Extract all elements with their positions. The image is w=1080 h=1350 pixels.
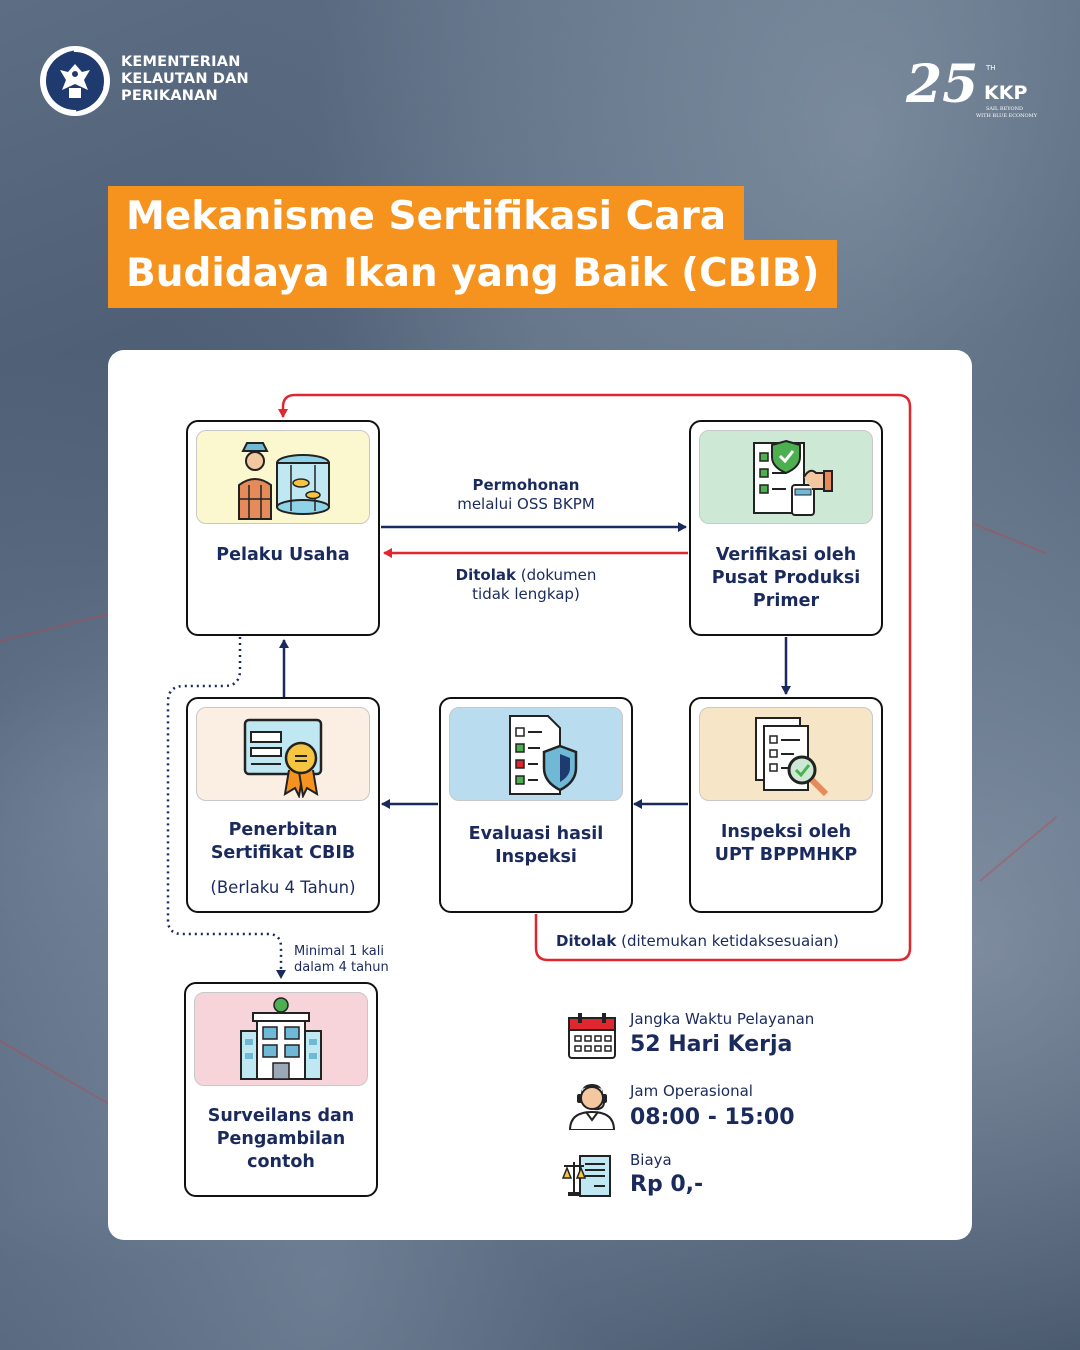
node-label-line: UPT BPPMHKP: [714, 845, 858, 865]
node-label-line: Primer: [752, 591, 820, 611]
edge-label-text: melalui OSS BKPM: [457, 495, 595, 513]
node-sublabel: (Berlaku 4 Tahun): [210, 878, 356, 897]
ministry-line: PERIKANAN: [121, 88, 218, 104]
node-label-line: Pengambilan: [216, 1129, 346, 1149]
page-title-line-2: Budidaya Ikan yang Baik (CBIB): [108, 240, 838, 308]
anniversary-number: 25: [905, 54, 978, 115]
illustration-panel: [196, 707, 370, 801]
page-title-line-1: Mekanisme Sertifikasi Cara: [108, 186, 745, 242]
node-label: Evaluasi hasil Inspeksi: [445, 823, 627, 869]
node-label: Inspeksi oleh UPT BPPMHKP: [695, 821, 877, 867]
illustration-panel: [699, 430, 873, 524]
node-pelaku-usaha: Pelaku Usaha: [186, 420, 380, 636]
node-label-line: Pusat Produksi: [711, 568, 861, 588]
edge-label-surveilans-note: Minimal 1 kali dalam 4 tahun: [294, 944, 389, 976]
anniversary-suffix: TH: [985, 64, 996, 72]
background-streak: [979, 815, 1058, 882]
illustration-panel: [449, 707, 623, 801]
info-value: 52 Hari Kerja: [630, 1032, 793, 1057]
edge-note-line: Minimal 1 kali: [294, 944, 384, 959]
ministry-line: KELAUTAN DAN: [121, 71, 249, 87]
edge-label-ditolak-ketidaksesuaian: Ditolak (ditemukan ketidaksesuaian): [556, 932, 896, 951]
edge-label-ditolak-dokumen: Ditolak (dokumen tidak lengkap): [414, 566, 638, 604]
edge-label-text: tidak lengkap): [472, 585, 580, 603]
edge-label-text: (dokumen: [520, 566, 597, 584]
node-label-line: contoh: [247, 1152, 315, 1172]
checklist-verification-icon: [753, 439, 833, 516]
node-label: Penerbitan Sertifikat CBIB: [192, 819, 374, 865]
node-evaluasi: Evaluasi hasil Inspeksi: [439, 697, 633, 913]
node-inspeksi: Inspeksi oleh UPT BPPMHKP: [689, 697, 883, 913]
node-label: Verifikasi oleh Pusat Produksi Primer: [695, 544, 877, 613]
anniversary-brand: KKP: [984, 82, 1027, 104]
node-surveilans: Surveilans dan Pengambilan contoh: [184, 982, 378, 1197]
illustration-panel: [699, 707, 873, 801]
certificate-icon: [243, 718, 323, 798]
edge-label-bold: Ditolak: [556, 932, 617, 950]
anniversary-tagline: WITH BLUE ECONOMY: [976, 113, 1038, 119]
kkp-logo-icon: [40, 46, 110, 116]
anniversary-25-logo: 25 TH KKP SAIL BEYOND WITH BLUE ECONOMY: [905, 54, 1038, 119]
anniversary-tagline: SAIL BEYOND: [986, 106, 1023, 112]
illustration-panel: [196, 430, 370, 524]
info-value: 08:00 - 15:00: [630, 1105, 795, 1130]
node-label: Pelaku Usaha: [216, 545, 350, 565]
document-inspection-icon: [755, 717, 829, 797]
node-label-line: Verifikasi oleh: [715, 545, 857, 565]
checklist-shield-icon: [509, 715, 578, 795]
node-label-line: Penerbitan: [228, 820, 338, 840]
info-caption: Biaya: [630, 1151, 672, 1169]
node-label-line: Surveilans dan: [207, 1106, 355, 1126]
info-value: Rp 0,-: [630, 1172, 704, 1197]
edge-label-bold: Ditolak: [455, 566, 516, 584]
customer-service-icon: [568, 1084, 616, 1130]
node-label-line: Inspeksi: [495, 847, 577, 867]
office-building-icon: [240, 997, 322, 1080]
node-label: Surveilans dan Pengambilan contoh: [190, 1105, 372, 1174]
node-verifikasi: Verifikasi oleh Pusat Produksi Primer: [689, 420, 883, 636]
edge-note-line: dalam 4 tahun: [294, 960, 389, 975]
ministry-line: KEMENTERIAN: [121, 54, 241, 70]
edge-label-text: (ditemukan ketidaksesuaian): [621, 932, 839, 950]
node-label-line: Evaluasi hasil: [468, 824, 604, 844]
edge-label-permohonan: Permohonan melalui OSS BKPM: [414, 476, 638, 514]
edge-label-bold: Permohonan: [472, 476, 580, 494]
node-label-line: Sertifikat CBIB: [210, 843, 356, 863]
info-caption: Jam Operasional: [630, 1082, 753, 1100]
node-penerbitan: Penerbitan Sertifikat CBIB (Berlaku 4 Ta…: [186, 697, 380, 913]
calendar-icon: [568, 1013, 616, 1059]
node-label-line: Inspeksi oleh: [720, 822, 852, 842]
info-caption: Jangka Waktu Pelayanan: [630, 1010, 815, 1028]
ministry-name: KEMENTERIAN KELAUTAN DAN PERIKANAN: [121, 54, 291, 105]
illustration-panel: [194, 992, 368, 1086]
scale-document-icon: [562, 1155, 611, 1197]
fish-farmer-icon: [238, 442, 330, 520]
